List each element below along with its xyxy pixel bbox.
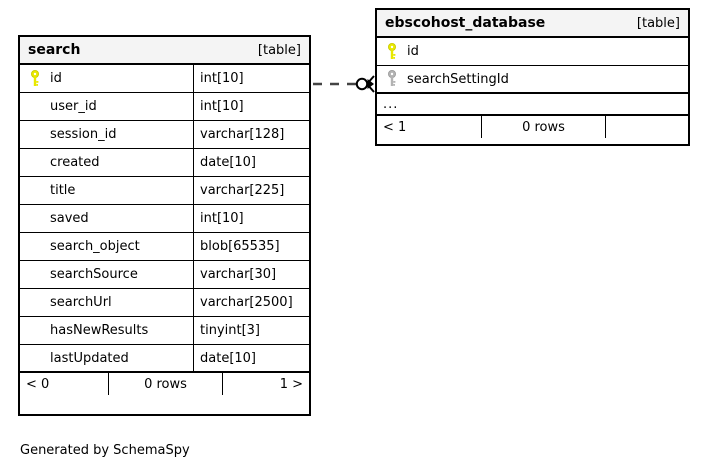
- table-row[interactable]: title varchar[225]: [20, 177, 309, 205]
- table-row[interactable]: searchUrl varchar[2500]: [20, 289, 309, 317]
- diagram-caption: Generated by SchemaSpy: [20, 443, 190, 458]
- column-name-label: search_object: [50, 239, 140, 254]
- key-placeholder: [26, 349, 44, 367]
- column-type-cell: tinyint[3]: [193, 317, 309, 344]
- column-name-cell: searchUrl: [20, 289, 193, 316]
- table-ebscohost-database-type-tag: [table]: [636, 15, 680, 31]
- table-row[interactable]: lastUpdated date[10]: [20, 345, 309, 373]
- cardinality-many-marker: [367, 79, 374, 89]
- column-name-label: searchSource: [50, 267, 138, 282]
- table-row[interactable]: saved int[10]: [20, 205, 309, 233]
- table-row[interactable]: session_id varchar[128]: [20, 121, 309, 149]
- table-row[interactable]: created date[10]: [20, 149, 309, 177]
- table-row[interactable]: id: [377, 38, 688, 66]
- table-ebscohost-database-header: ebscohost_database [table]: [377, 10, 688, 38]
- column-name-label: user_id: [50, 99, 97, 114]
- column-name-cell: id: [377, 38, 688, 65]
- primary-key-icon: [26, 69, 44, 88]
- column-type-cell: varchar[2500]: [193, 289, 309, 316]
- column-name-label: id: [50, 71, 62, 86]
- child-table-count[interactable]: [606, 116, 686, 138]
- key-placeholder: [26, 126, 44, 144]
- column-name-label: saved: [50, 211, 89, 226]
- row-count: 0 rows: [481, 116, 606, 138]
- column-type-cell: varchar[30]: [193, 261, 309, 288]
- column-name-label: id: [407, 44, 419, 59]
- key-placeholder: [26, 182, 44, 200]
- column-name-cell: search_object: [20, 233, 193, 260]
- key-placeholder: [26, 322, 44, 340]
- table-ebscohost-database[interactable]: ebscohost_database [table] id: [375, 8, 690, 146]
- table-search-footer: < 0 0 rows 1 >: [20, 373, 309, 395]
- table-row[interactable]: id int[10]: [20, 65, 309, 93]
- table-search-title: search: [28, 42, 81, 58]
- table-search[interactable]: search [table] id int[10]: [18, 35, 311, 416]
- column-type-cell: date[10]: [193, 149, 309, 176]
- column-name-cell: saved: [20, 205, 193, 232]
- column-name-cell: lastUpdated: [20, 345, 193, 371]
- parent-table-count[interactable]: < 1: [383, 119, 407, 135]
- parent-table-count[interactable]: < 0: [26, 376, 50, 392]
- child-table-count[interactable]: 1 >: [279, 376, 303, 392]
- column-name-label: searchUrl: [50, 295, 112, 310]
- column-type-cell: blob[65535]: [193, 233, 309, 260]
- table-ebscohost-database-footer: < 1 0 rows: [377, 116, 688, 138]
- column-name-cell: user_id: [20, 93, 193, 120]
- column-name-cell: title: [20, 177, 193, 204]
- column-name-label: hasNewResults: [50, 323, 149, 338]
- table-row[interactable]: searchSettingId: [377, 66, 688, 94]
- key-placeholder: [26, 294, 44, 312]
- key-placeholder: [26, 154, 44, 172]
- table-ebscohost-database-title: ebscohost_database: [385, 15, 546, 31]
- column-name-label: title: [50, 183, 76, 198]
- foreign-key-icon: [383, 70, 401, 88]
- cardinality-zero-marker: [355, 77, 369, 91]
- primary-key-icon: [383, 42, 401, 61]
- key-placeholder: [26, 238, 44, 256]
- column-name-label: created: [50, 155, 100, 170]
- row-count: 0 rows: [108, 373, 223, 395]
- column-type-cell: varchar[225]: [193, 177, 309, 204]
- key-placeholder: [26, 266, 44, 284]
- column-type-cell: varchar[128]: [193, 121, 309, 148]
- column-name-cell: searchSettingId: [377, 66, 688, 92]
- column-type-cell: int[10]: [193, 93, 309, 120]
- column-name-label: lastUpdated: [50, 350, 129, 366]
- key-placeholder: [26, 210, 44, 228]
- column-name-label: searchSettingId: [407, 71, 509, 87]
- column-name-cell: searchSource: [20, 261, 193, 288]
- column-type-cell: int[10]: [193, 205, 309, 232]
- column-name-cell: session_id: [20, 121, 193, 148]
- crowsfoot-upper-prong: [366, 75, 375, 85]
- more-columns-indicator[interactable]: ...: [377, 94, 688, 116]
- column-type-cell: int[10]: [193, 65, 309, 92]
- column-name-cell: hasNewResults: [20, 317, 193, 344]
- table-search-header: search [table]: [20, 37, 309, 65]
- table-row[interactable]: search_object blob[65535]: [20, 233, 309, 261]
- column-name-cell: id: [20, 65, 193, 92]
- key-placeholder: [26, 98, 44, 116]
- table-row[interactable]: searchSource varchar[30]: [20, 261, 309, 289]
- table-row[interactable]: user_id int[10]: [20, 93, 309, 121]
- column-name-label: session_id: [50, 127, 117, 142]
- crowsfoot-lower-prong: [366, 83, 375, 93]
- table-search-type-tag: [table]: [257, 42, 301, 58]
- column-name-cell: created: [20, 149, 193, 176]
- column-type-cell: date[10]: [193, 345, 309, 371]
- table-row[interactable]: hasNewResults tinyint[3]: [20, 317, 309, 345]
